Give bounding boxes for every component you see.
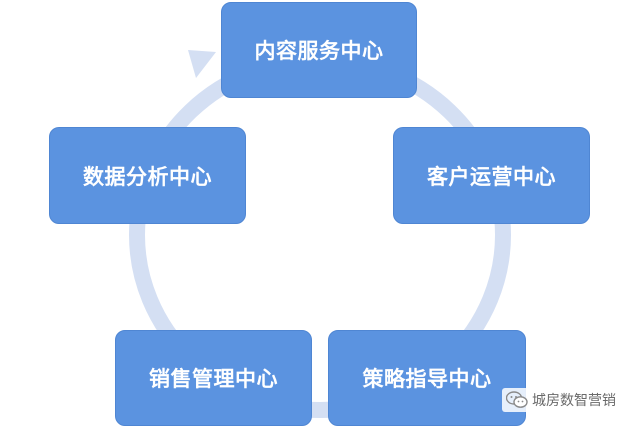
cycle-arrow-head <box>188 50 216 78</box>
watermark-text: 城房数智营销 <box>532 393 616 409</box>
node-strategy-guidance: 策略指导中心 <box>328 330 526 426</box>
node-sales-management: 销售管理中心 <box>115 330 312 426</box>
node-customer-operations: 客户运营中心 <box>393 127 590 224</box>
node-data-analysis: 数据分析中心 <box>49 127 246 224</box>
watermark: 城房数智营销 <box>502 388 620 412</box>
node-content-service: 内容服务中心 <box>221 2 417 98</box>
wechat-icon <box>506 391 528 408</box>
